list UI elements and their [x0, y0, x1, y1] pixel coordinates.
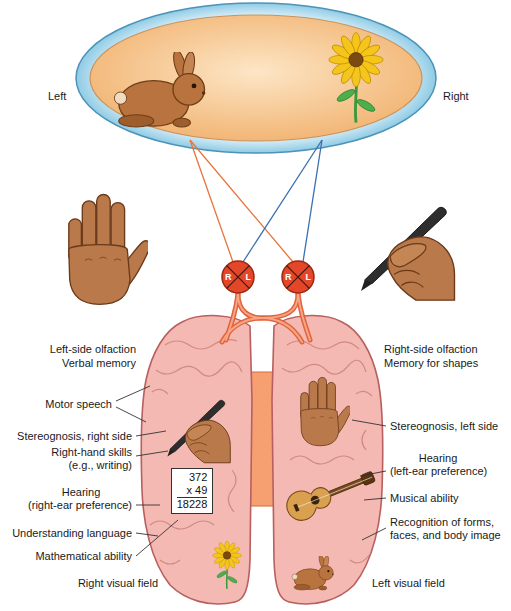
- region-label: Mathematical ability: [12, 550, 132, 563]
- calculation-box: 372x 4918228: [171, 468, 214, 514]
- region-label: Understanding language: [7, 527, 132, 540]
- region-label: Hearing: [408, 452, 468, 465]
- gyrus: [152, 389, 168, 394]
- guitar-group: [282, 463, 379, 525]
- leader-line: [352, 420, 386, 426]
- optic-nerves: [222, 294, 310, 342]
- optic-nerve: [226, 294, 238, 340]
- eye-side-letter: L: [306, 272, 312, 282]
- region-label: Hearing: [51, 486, 111, 499]
- optic-nerve-core: [222, 294, 298, 342]
- gyrus: [350, 554, 370, 563]
- gyrus: [282, 360, 366, 374]
- rabbit: [114, 49, 205, 127]
- flower: [329, 33, 383, 123]
- sight-line: [190, 140, 233, 262]
- optic-nerve: [298, 294, 310, 340]
- leader-line: [116, 407, 146, 422]
- gyrus: [362, 430, 366, 450]
- leader-lines: [116, 386, 386, 556]
- sight-line: [303, 140, 322, 262]
- region-label: (right-ear preference): [12, 499, 132, 512]
- eye-side-letter: L: [246, 272, 252, 282]
- rabbit-small: [292, 554, 334, 590]
- right-hand-with-pen: [361, 207, 455, 300]
- gyri: [150, 340, 372, 564]
- visual-field: [90, 15, 422, 141]
- leader-line: [136, 520, 178, 556]
- calculation-line: x 49: [177, 484, 208, 498]
- gyrus: [290, 456, 354, 464]
- sight-line: [190, 140, 293, 262]
- region-label: (left-ear preference): [390, 465, 508, 478]
- open-hand-small: [301, 377, 351, 445]
- visual-field-ring: [76, 3, 436, 153]
- leader-line: [362, 528, 386, 540]
- guitar: [282, 463, 379, 525]
- left-hand: [69, 195, 150, 305]
- leader-line: [360, 471, 386, 476]
- eye-side-letter: R: [285, 272, 292, 282]
- leader-line: [136, 431, 166, 436]
- region-label: Stereognosis, right side: [4, 430, 132, 443]
- right-hemisphere: [272, 316, 383, 604]
- optic-nerve-core: [298, 294, 310, 340]
- gyrus: [156, 362, 242, 376]
- writing-hand: [167, 400, 230, 462]
- region-label: Memory for shapes: [384, 357, 500, 370]
- gyrus: [160, 560, 180, 564]
- region-label: Recognition of forms, faces, and body im…: [390, 516, 506, 542]
- sight-line: [243, 140, 322, 262]
- leader-line: [136, 505, 160, 506]
- optic-nerve-core: [226, 294, 238, 340]
- region-label: (e.g., writing): [22, 459, 132, 472]
- gyrus: [228, 470, 236, 512]
- gyrus: [150, 521, 214, 529]
- left-hemisphere: [141, 316, 252, 604]
- region-label: Left: [48, 90, 80, 103]
- calculation-line: 18228: [177, 498, 208, 511]
- eye-node: RL: [221, 260, 255, 294]
- region-label: Left visual field: [372, 577, 492, 590]
- gyrus: [287, 341, 359, 349]
- eye-ball: [282, 261, 314, 293]
- optic-nerve: [222, 294, 298, 342]
- region-label: Motor speech: [12, 398, 112, 411]
- leader-line: [364, 498, 386, 500]
- region-label: Right visual field: [48, 577, 158, 590]
- eye-ball: [222, 261, 254, 293]
- region-label: Right-hand skills: [22, 446, 132, 459]
- eye-node: RL: [281, 260, 315, 294]
- flower-small: [213, 541, 242, 589]
- leader-line: [116, 386, 150, 401]
- region-label: Stereognosis, left side: [390, 420, 508, 433]
- region-label: Left-side olfaction: [12, 343, 136, 356]
- leader-line: [136, 533, 158, 536]
- calculation-line: 372: [177, 471, 208, 484]
- region-label: Verbal memory: [12, 357, 136, 370]
- gyrus: [356, 391, 372, 396]
- region-label: Musical ability: [390, 492, 500, 505]
- leader-line: [136, 451, 168, 456]
- eye-side-letter: R: [225, 272, 232, 282]
- region-label: Right-side olfaction: [384, 343, 500, 356]
- region-label: Right: [443, 90, 487, 103]
